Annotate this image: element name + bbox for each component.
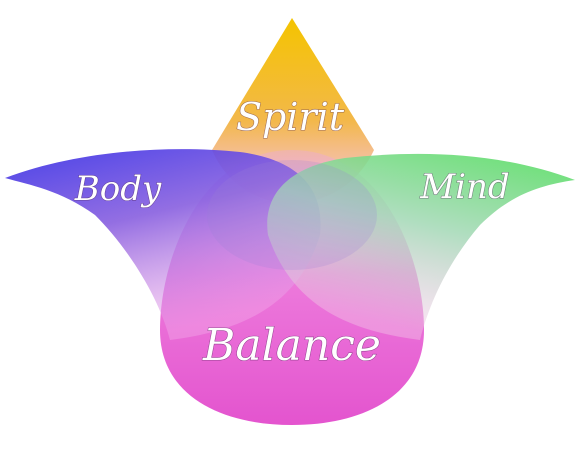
- body-label: Body: [74, 169, 162, 209]
- balance-label: Balance: [202, 320, 381, 371]
- center-overlap: [207, 160, 377, 270]
- spirit-label: Spirit: [236, 95, 345, 139]
- body-petal: [5, 149, 321, 340]
- mind-label: Mind: [419, 167, 509, 207]
- mind-petal: [267, 153, 575, 340]
